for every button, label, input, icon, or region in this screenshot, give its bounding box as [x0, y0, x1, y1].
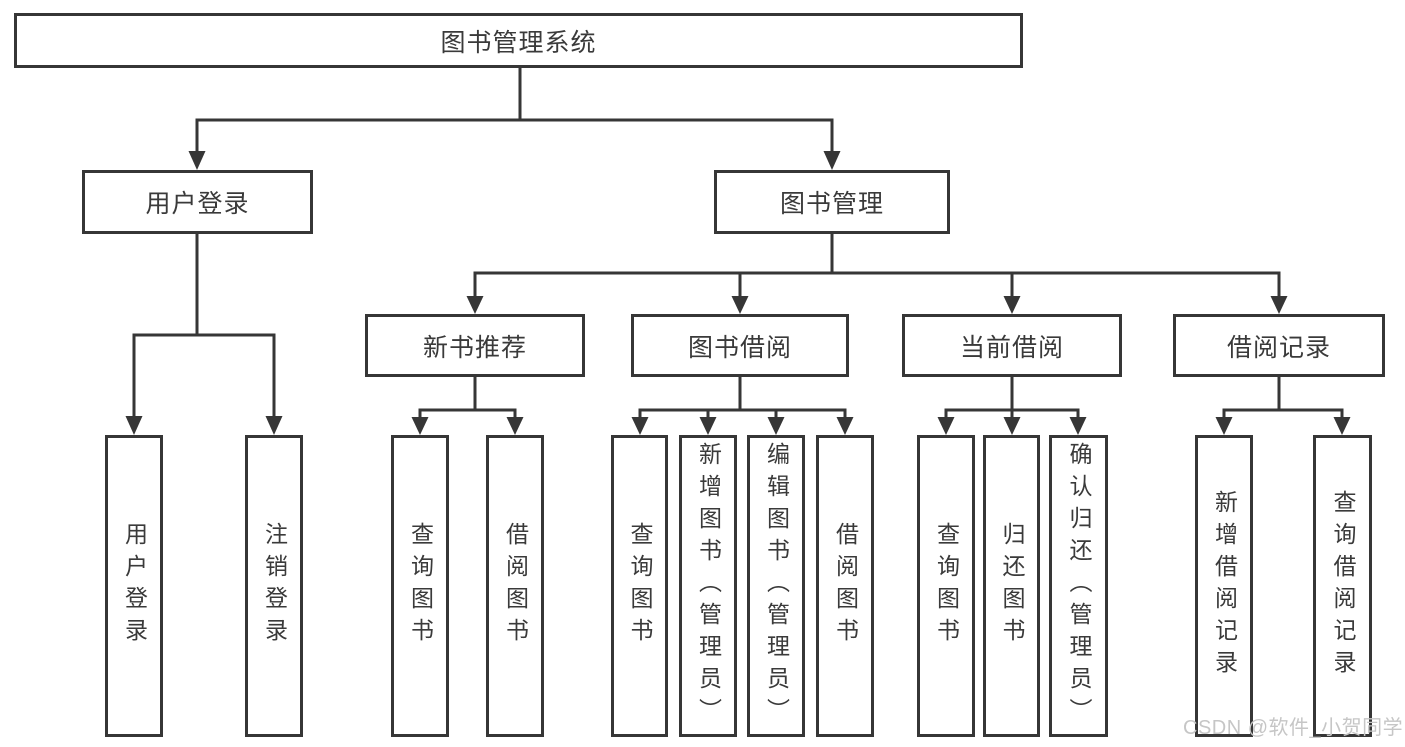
leaf-edit-books-admin-label: 编辑图书（管理员）: [763, 442, 790, 730]
connector-borrowing-records-to-leaves: [1215, 375, 1351, 435]
leaf-confirm-return-admin-label: 确认归还（管理员）: [1066, 442, 1092, 730]
node-current-borrowing-label: 当前借阅: [959, 333, 1064, 362]
connector-current-borrowing-to-leaves: [937, 375, 1087, 435]
leaf-borrow-books-borrowing: 借阅图书: [816, 435, 874, 737]
leaf-logout-label: 注销登录: [261, 522, 288, 650]
leaf-confirm-return-admin: 确认归还（管理员）: [1049, 435, 1108, 737]
leaf-query-books-recommend: 查询图书: [391, 435, 449, 737]
connector-root-to-level2: [188, 66, 841, 170]
node-book-borrowing-label: 图书借阅: [687, 333, 792, 362]
leaf-logout: 注销登录: [245, 435, 303, 737]
leaf-user-login-label: 用户登录: [121, 522, 148, 650]
watermark: CSDN @软件_小贺同学: [1183, 717, 1404, 739]
leaf-return-books: 归还图书: [983, 435, 1040, 737]
connector-book-borrowing-to-leaves: [631, 375, 854, 435]
node-user-login-label: 用户登录: [145, 190, 250, 218]
leaf-add-books-admin: 新增图书（管理员）: [679, 435, 737, 737]
leaf-query-books-current-label: 查询图书: [933, 522, 960, 650]
node-new-book-recommend-label: 新书推荐: [422, 333, 527, 362]
leaf-query-books-recommend-label: 查询图书: [407, 522, 434, 650]
connector-new-book-recommend-to-leaves: [411, 375, 524, 435]
leaf-query-books-borrowing-label: 查询图书: [627, 522, 653, 650]
node-borrowing-records: 借阅记录: [1173, 314, 1385, 377]
leaf-user-login: 用户登录: [105, 435, 163, 737]
leaf-query-borrow-record: 查询借阅记录: [1313, 435, 1372, 737]
node-user-login: 用户登录: [82, 170, 313, 234]
node-current-borrowing: 当前借阅: [902, 314, 1122, 377]
leaf-borrow-books-recommend: 借阅图书: [486, 435, 544, 737]
leaf-borrow-books-recommend-label: 借阅图书: [502, 522, 529, 650]
node-root-label: 图书管理系统: [440, 28, 597, 57]
node-borrowing-records-label: 借阅记录: [1226, 333, 1331, 362]
leaf-add-borrow-record-label: 新增借阅记录: [1211, 490, 1238, 682]
connector-book-management-to-level3: [466, 232, 1288, 314]
node-book-management: 图书管理: [714, 170, 950, 234]
connector-user-login-to-leaves: [125, 232, 283, 435]
leaf-add-books-admin-label: 新增图书（管理员）: [695, 442, 722, 730]
node-new-book-recommend: 新书推荐: [365, 314, 585, 377]
leaf-add-borrow-record: 新增借阅记录: [1195, 435, 1253, 737]
leaf-return-books-label: 归还图书: [999, 522, 1025, 650]
leaf-query-books-borrowing: 查询图书: [611, 435, 668, 737]
leaf-query-borrow-record-label: 查询借阅记录: [1330, 490, 1356, 682]
leaf-borrow-books-borrowing-label: 借阅图书: [832, 522, 859, 650]
node-book-borrowing: 图书借阅: [631, 314, 849, 377]
node-root: 图书管理系统: [14, 13, 1023, 68]
leaf-edit-books-admin: 编辑图书（管理员）: [747, 435, 805, 737]
leaf-query-books-current: 查询图书: [917, 435, 975, 737]
node-book-management-label: 图书管理: [779, 190, 884, 218]
